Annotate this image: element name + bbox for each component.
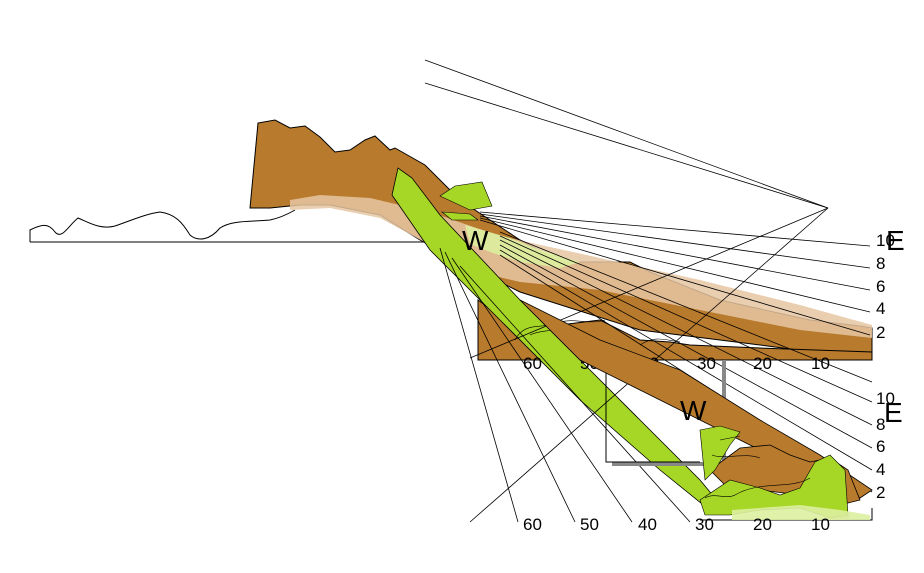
lower-view: W E 10 8 6 4 2 60 50 40 30 20 10 [519,299,903,534]
lower-brown-wedge [519,299,873,499]
lower-scale-bottom-4: 30 [695,515,714,534]
upper-view: W E 10 8 6 4 2 60 50 40 30 20 10 [29,59,905,523]
lower-scale-bottom-1: 60 [523,515,542,534]
upper-scale-right-5: 2 [876,323,885,342]
upper-frame [605,360,700,463]
upper-scale-bottom-4: 30 [697,354,716,373]
lower-scale-bottom-6: 10 [811,515,830,534]
lower-scale-bottom-2: 50 [580,515,599,534]
lower-scale-right-1: 10 [876,389,895,408]
upper-scale-right-1: 10 [876,231,895,250]
lower-compass-west: W [680,395,707,426]
lower-scale-right-3: 6 [876,437,885,456]
upper-green-patch-2 [441,211,479,221]
upper-scale-bottom-5: 20 [753,354,772,373]
upper-compass-east: E [886,225,905,256]
lower-scale-right-5: 2 [876,483,885,502]
upper-scale-right-3: 6 [876,277,885,296]
upper-scale-right-2: 8 [876,254,885,273]
lower-pale-green-base [732,505,870,520]
upper-scale-bottom-1: 60 [523,354,542,373]
upper-scale-right-4: 4 [876,299,885,318]
lower-scale-right-2: 8 [876,415,885,434]
upper-green-sliver [391,167,726,513]
lower-scale-bottom-3: 40 [638,515,657,534]
upper-scale-bottom-6: 10 [811,354,830,373]
lower-inner-contours [704,435,811,499]
lower-compass-east: E [884,397,903,428]
upper-tan-band [290,195,872,338]
lower-scale-bottom-5: 20 [753,515,772,534]
upper-compass-west: W [462,225,489,256]
upper-terrain-profile [29,209,470,243]
upper-green-patch [439,181,493,211]
upper-pale-green-band [465,225,580,268]
lower-scale-right-4: 4 [876,460,885,479]
lower-green-lobe-1 [699,425,741,481]
